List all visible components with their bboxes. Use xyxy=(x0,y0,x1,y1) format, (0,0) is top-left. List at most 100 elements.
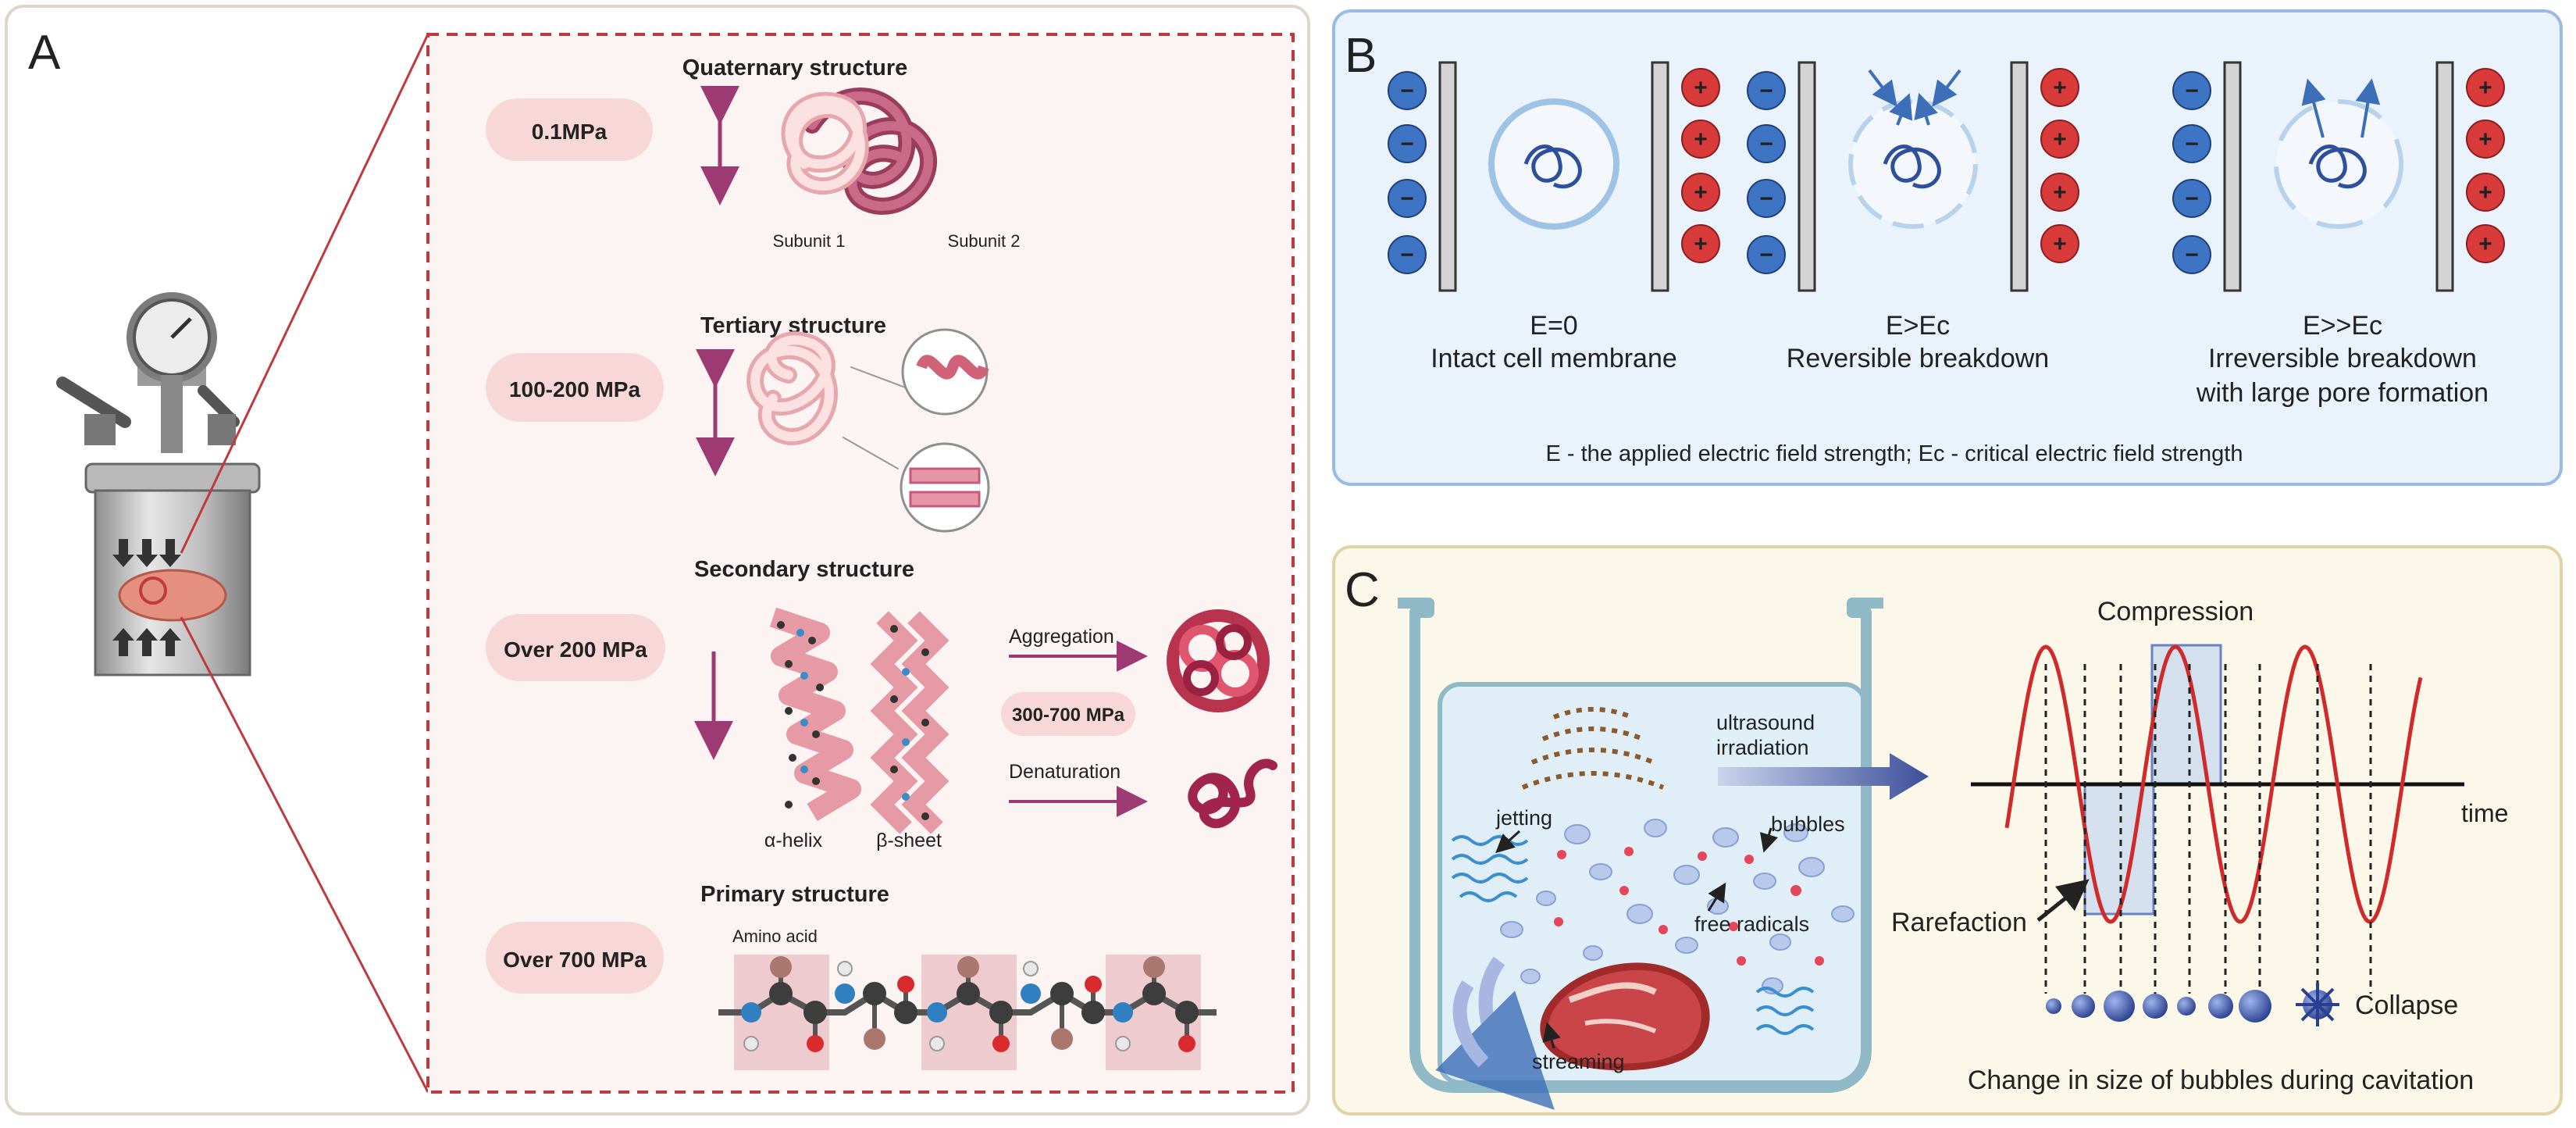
field-state-equation: E=0 xyxy=(1530,311,1577,341)
denatured-chain-icon xyxy=(1188,759,1277,829)
helix-ribbon-icon xyxy=(916,355,989,380)
plus-sign: + xyxy=(2478,180,2492,205)
atom-o-icon xyxy=(807,976,1195,1052)
subunit-2-label: Subunit 2 xyxy=(948,231,1021,251)
minus-sign: − xyxy=(1400,186,1414,212)
pressure-pill xyxy=(486,98,653,161)
bubble-size-row xyxy=(2046,990,2271,1023)
plus-sign: + xyxy=(2053,127,2067,152)
minus-sign: − xyxy=(1759,242,1773,268)
rarefaction-highlight xyxy=(2083,783,2155,916)
sheet-ribbon-icon xyxy=(909,467,981,508)
cavitation-bubble-icon xyxy=(2072,994,2095,1018)
negative-charge-icon xyxy=(1747,71,1786,110)
zoom-line-top xyxy=(180,34,429,554)
negative-charge-icon xyxy=(2172,235,2211,274)
negative-charge-icon xyxy=(1747,124,1786,163)
pressure-vessel-icon xyxy=(56,292,261,676)
electrode-plate-positive xyxy=(1651,61,1669,292)
row-quaternary: 0.1MPa Quaternary structure Subunit 1 Su… xyxy=(486,55,1020,251)
amino-chain-icon xyxy=(718,955,1217,1070)
jetting-label: jetting xyxy=(1495,806,1552,830)
field-state-description: Intact cell membrane xyxy=(1431,344,1677,373)
pressure-pill xyxy=(486,922,664,994)
positive-charge-icon xyxy=(2466,224,2505,263)
field-footnote: E - the applied electric field strength;… xyxy=(1546,441,2243,466)
panel-a: A xyxy=(5,5,1310,1116)
negative-charge-icon xyxy=(1747,235,1786,274)
pressure-label: Over 700 MPa xyxy=(503,948,647,972)
structure-heading: Primary structure xyxy=(700,882,889,907)
plus-sign: + xyxy=(1694,180,1708,205)
minus-sign: − xyxy=(2185,78,2199,104)
rarefaction-pointer-icon xyxy=(2036,879,2090,922)
cavitation-bubble-icon xyxy=(2177,997,2196,1016)
electrode-plate-negative xyxy=(2223,61,2242,292)
plus-sign: + xyxy=(1694,75,1708,101)
negative-charge-icon xyxy=(1388,235,1427,274)
cavitation-guides xyxy=(2044,664,2372,994)
row-primary: Over 700 MPa Primary structure Amino aci… xyxy=(486,882,1217,1070)
ultrasound-label-1: ultrasound xyxy=(1716,711,1815,734)
intact-cell-icon xyxy=(1488,98,1619,230)
panel-c: C ultrasound irradiation xyxy=(1332,545,2563,1116)
field-arrow-icon xyxy=(1868,69,1897,107)
rarefaction-label: Rarefaction xyxy=(1891,908,2027,937)
cavitation-bubble-icon xyxy=(2239,990,2271,1023)
field-arrow-icon xyxy=(2301,78,2326,138)
bubble-caption: Change in size of bubbles during cavitat… xyxy=(1968,1066,2474,1095)
ultrasound-label-2: irradiation xyxy=(1716,736,1809,759)
negative-charge-icon xyxy=(1388,179,1427,218)
minus-sign: − xyxy=(1400,242,1414,268)
row-secondary: Over 200 MPa Secondary structure xyxy=(486,557,1277,851)
pressure-label: Over 200 MPa xyxy=(504,637,647,662)
aggregation-label: Aggregation xyxy=(1009,626,1114,648)
positive-charge-icon xyxy=(2466,120,2505,159)
minus-sign: − xyxy=(2185,186,2199,212)
field-state-equation: E>Ec xyxy=(1886,311,1950,341)
atom-n-icon xyxy=(741,983,1133,1023)
positive-charge-icon xyxy=(2040,120,2079,159)
minus-sign: − xyxy=(1759,131,1773,157)
nucleus-dna-icon xyxy=(1523,145,1582,189)
streaming-arrow-icon xyxy=(1435,956,1555,1110)
negative-charge-icon xyxy=(2172,124,2211,163)
plus-sign: + xyxy=(2053,231,2067,257)
electrode-plate-negative xyxy=(1797,61,1816,292)
amino-acid-label: Amino acid xyxy=(732,926,818,946)
streaming-label: streaming xyxy=(1532,1050,1625,1073)
field-arrow-icon xyxy=(1932,69,1961,107)
time-label: time xyxy=(2461,799,2508,827)
electrode-plate-negative xyxy=(1438,61,1457,292)
denaturation-label: Denaturation xyxy=(1009,761,1121,783)
positive-charge-icon xyxy=(2040,68,2079,107)
field-state-description: with large pore formation xyxy=(2196,378,2489,408)
minus-sign: − xyxy=(2185,242,2199,268)
porous-cell-icon xyxy=(2274,99,2403,229)
positive-charge-icon xyxy=(2040,173,2079,212)
streaming-pointer-icon xyxy=(1542,1022,1561,1049)
positive-charge-icon xyxy=(1681,120,1720,159)
bubbles-pointer-icon xyxy=(1759,827,1778,853)
alpha-helix-icon xyxy=(769,607,861,822)
cavitation-bubble-icon xyxy=(2208,994,2233,1019)
free-radical-icon xyxy=(1554,847,1824,981)
plus-sign: + xyxy=(1694,231,1708,257)
structure-heading: Secondary structure xyxy=(694,557,914,582)
cavitation-bubble-icon xyxy=(2104,991,2135,1022)
collapse-bubble-icon xyxy=(2296,983,2339,1026)
aggregate-icon xyxy=(1167,609,1270,712)
field-state-equation: E>>Ec xyxy=(2303,311,2382,341)
plus-sign: + xyxy=(2053,75,2067,101)
collapse-label: Collapse xyxy=(2355,991,2458,1020)
nucleus-dna-icon xyxy=(2308,145,2367,189)
panel-c-letter: C xyxy=(1345,563,1380,617)
subunit-1-label: Subunit 1 xyxy=(773,231,846,251)
radicals-pointer-icon xyxy=(1707,882,1726,912)
plus-sign: + xyxy=(2478,75,2492,101)
plus-sign: + xyxy=(2478,231,2492,257)
